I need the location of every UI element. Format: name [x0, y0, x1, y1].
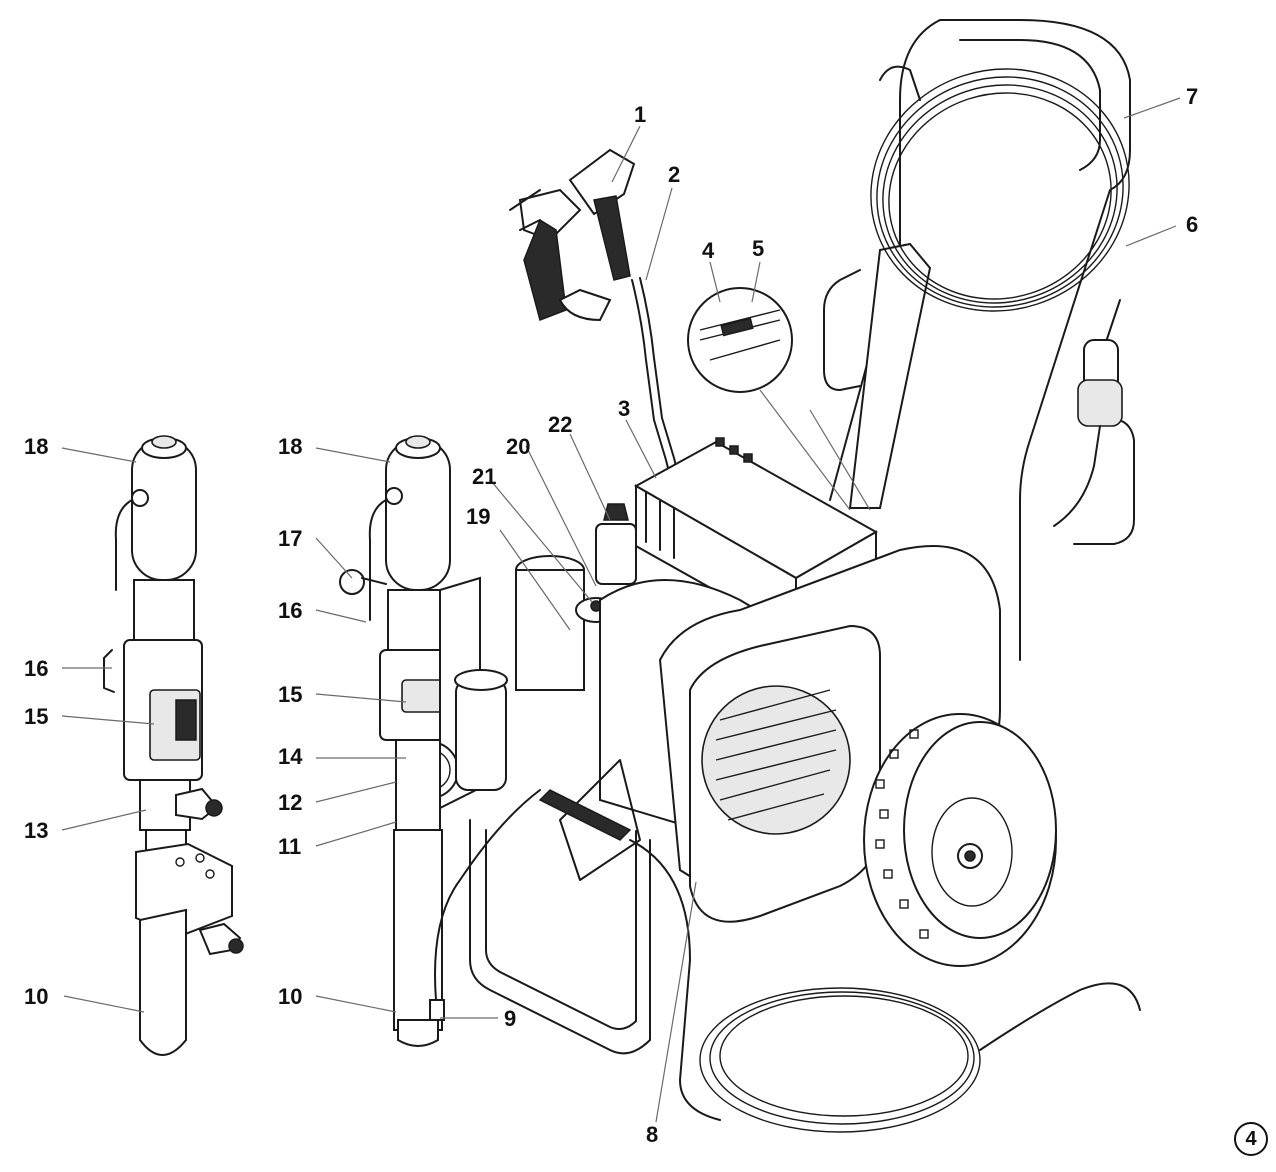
detached-pump-assembly	[103, 435, 244, 1056]
callout-10-right: 10	[278, 984, 303, 1009]
callout-14: 14	[278, 744, 303, 769]
leader-lines	[61, 97, 1181, 1123]
callout-19: 19	[466, 504, 491, 529]
callout-8: 8	[646, 1122, 659, 1147]
callout-5: 5	[752, 236, 765, 261]
callout-2: 2	[668, 162, 681, 187]
callout-11: 11	[278, 834, 302, 859]
callout-10-left: 10	[24, 984, 49, 1009]
callout-17: 17	[278, 526, 303, 551]
callout-1: 1	[634, 102, 647, 127]
callout-6: 6	[1186, 212, 1199, 237]
callout-18-left: 18	[24, 434, 49, 459]
callout-16-right: 16	[278, 598, 303, 623]
figure-number-badge: 4	[1234, 1122, 1268, 1156]
callout-21: 21	[472, 464, 497, 489]
callout-18-right: 18	[278, 434, 303, 459]
callout-15-left: 15	[24, 704, 49, 729]
motor-unit	[515, 503, 1001, 923]
callout-13: 13	[24, 818, 49, 843]
callout-20: 20	[506, 434, 531, 459]
main-pump-assembly	[339, 435, 541, 1047]
callout-15-right: 15	[278, 682, 303, 707]
high-pressure-hose	[538, 789, 1141, 1133]
wheel	[863, 713, 1057, 967]
cart-frame	[469, 19, 1135, 1055]
hose-coil	[870, 65, 1130, 527]
callout-4: 4	[702, 238, 715, 263]
callout-16-left: 16	[24, 656, 49, 681]
detail-inset	[687, 287, 871, 511]
callout-9: 9	[504, 1006, 517, 1031]
spray-gun	[509, 148, 636, 322]
callout-3: 3	[618, 396, 631, 421]
callout-12: 12	[278, 790, 303, 815]
callout-22: 22	[548, 412, 573, 437]
callout-7: 7	[1186, 84, 1199, 109]
